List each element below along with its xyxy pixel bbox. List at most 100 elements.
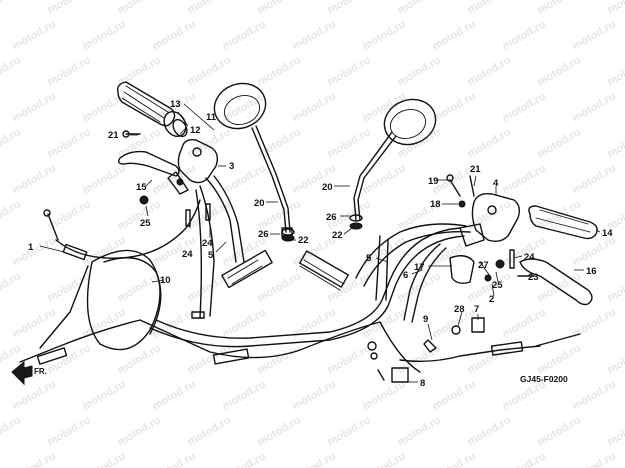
watermark-text: motod.ru bbox=[11, 378, 58, 412]
callout-24-right: 24 bbox=[524, 252, 535, 263]
watermark-text: motod.ru bbox=[326, 342, 373, 376]
watermark-text: motod.ru bbox=[0, 54, 23, 88]
watermark-text: motod.ru bbox=[466, 342, 513, 376]
watermark-text: motod.ru bbox=[431, 234, 478, 268]
watermark-text: motod.ru bbox=[536, 0, 583, 17]
watermark-text: motod.ru bbox=[326, 414, 373, 448]
watermark-text: motod.ru bbox=[536, 126, 583, 160]
watermark-text: motod.ru bbox=[396, 0, 443, 17]
watermark-text: motod.ru bbox=[11, 450, 58, 468]
lower-cable bbox=[19, 319, 581, 383]
watermark-text: motod.ru bbox=[606, 126, 625, 160]
watermark-text: motod.ru bbox=[11, 90, 58, 124]
watermark-text: motod.ru bbox=[221, 18, 268, 52]
watermark-text: motod.ru bbox=[81, 162, 128, 196]
watermark-text: motod.ru bbox=[291, 18, 338, 52]
watermark-text: motod.ru bbox=[46, 270, 93, 304]
callout-26-left: 26 bbox=[258, 229, 269, 240]
right-grip bbox=[528, 205, 598, 240]
watermark-text: motod.ru bbox=[466, 414, 513, 448]
watermark-text: motod.ru bbox=[186, 342, 233, 376]
clutch-lever bbox=[117, 150, 180, 177]
watermark-text: motod.ru bbox=[291, 306, 338, 340]
watermark-text: motod.ru bbox=[151, 18, 198, 52]
callout-25-left: 25 bbox=[140, 218, 151, 229]
watermark-text: motod.ru bbox=[431, 18, 478, 52]
watermark-text: motod.ru bbox=[291, 378, 338, 412]
watermark-text: motod.ru bbox=[151, 450, 198, 468]
watermark-text: motod.ru bbox=[0, 414, 23, 448]
watermark-text: motod.ru bbox=[256, 342, 303, 376]
leader-lines bbox=[39, 103, 601, 383]
watermark-text: motod.ru bbox=[46, 414, 93, 448]
watermark-text: motod.ru bbox=[571, 18, 618, 52]
watermark-text: motod.ru bbox=[606, 270, 625, 304]
watermark-text: motod.ru bbox=[326, 270, 373, 304]
watermark-text: motod.ru bbox=[501, 162, 548, 196]
watermark-text: motod.ru bbox=[151, 162, 198, 196]
watermark-text: motod.ru bbox=[571, 450, 618, 468]
callout-24-left-a: 24 bbox=[182, 249, 193, 260]
watermark-text: motod.ru bbox=[116, 0, 163, 17]
watermark-text: motod.ru bbox=[326, 54, 373, 88]
callout-13: 13 bbox=[170, 99, 181, 110]
watermark-text: motod.ru bbox=[501, 450, 548, 468]
watermark-text: motod.ru bbox=[256, 270, 303, 304]
watermark-text: motod.ru bbox=[256, 54, 303, 88]
watermark-text: motod.ru bbox=[256, 414, 303, 448]
watermark-text: motod.ru bbox=[361, 378, 408, 412]
callout-labels: 1 2 3 4 5 5 6 7 8 9 10 11 12 13 14 15 16… bbox=[28, 99, 613, 389]
callout-1: 1 bbox=[28, 242, 34, 253]
callout-27: 27 bbox=[478, 260, 489, 271]
callout-2: 2 bbox=[489, 294, 494, 305]
callout-18: 18 bbox=[430, 199, 441, 210]
watermark-text: motod.ru bbox=[431, 90, 478, 124]
diagram-code: GJ45-F0200 bbox=[520, 374, 568, 384]
callout-26-right: 26 bbox=[326, 212, 337, 223]
front-direction-arrow bbox=[11, 360, 33, 386]
watermark-text: motod.ru bbox=[501, 90, 548, 124]
callout-12: 12 bbox=[190, 125, 201, 136]
callout-20-left: 20 bbox=[254, 198, 265, 209]
callout-5-left: 5 bbox=[208, 250, 214, 261]
watermark-text: motod.ru bbox=[396, 54, 443, 88]
watermark-text: motod.ru bbox=[291, 90, 338, 124]
watermark-text: motod.ru bbox=[571, 306, 618, 340]
front-direction-label: FR. bbox=[34, 367, 47, 376]
watermark-text: motod.ru bbox=[361, 450, 408, 468]
watermark-text: motod.ru bbox=[571, 90, 618, 124]
brake-lever bbox=[519, 258, 593, 306]
callout-28: 28 bbox=[454, 304, 465, 315]
watermark-text: motod.ru bbox=[186, 54, 233, 88]
callout-4: 4 bbox=[493, 178, 499, 189]
callout-22-right: 22 bbox=[332, 230, 343, 241]
watermark-text: motod.ru bbox=[501, 18, 548, 52]
throttle-cable bbox=[43, 199, 201, 261]
watermark-text: motod.ru bbox=[186, 0, 233, 17]
watermark-text: motod.ru bbox=[606, 0, 625, 17]
callout-7: 7 bbox=[474, 304, 479, 315]
watermark-text: motod.ru bbox=[116, 270, 163, 304]
watermark-text: motod.ru bbox=[0, 270, 23, 304]
watermark-text: motod.ru bbox=[221, 306, 268, 340]
watermark-text: motod.ru bbox=[11, 162, 58, 196]
callout-25-right: 25 bbox=[492, 280, 503, 291]
watermark-text: motod.ru bbox=[116, 342, 163, 376]
callout-11: 11 bbox=[206, 112, 217, 123]
watermark-text: motod.ru bbox=[326, 0, 373, 17]
watermark-text: motod.ru bbox=[221, 162, 268, 196]
watermark-text: motod.ru bbox=[0, 126, 23, 160]
watermark-text: motod.ru bbox=[361, 162, 408, 196]
watermark-text: motod.ru bbox=[536, 342, 583, 376]
watermark-text: motod.ru bbox=[361, 90, 408, 124]
watermark-text: motod.ru bbox=[81, 450, 128, 468]
watermark-text: motod.ru bbox=[571, 162, 618, 196]
watermark-text: motod.ru bbox=[46, 126, 93, 160]
watermark-text: motod.ru bbox=[536, 414, 583, 448]
callout-23: 23 bbox=[528, 272, 539, 283]
fasteners bbox=[122, 130, 535, 381]
watermark-text: motod.ru bbox=[431, 450, 478, 468]
watermark-text: motod.ru bbox=[571, 378, 618, 412]
watermark-text: motod.ru bbox=[361, 18, 408, 52]
watermark-text: motod.ru bbox=[256, 0, 303, 17]
